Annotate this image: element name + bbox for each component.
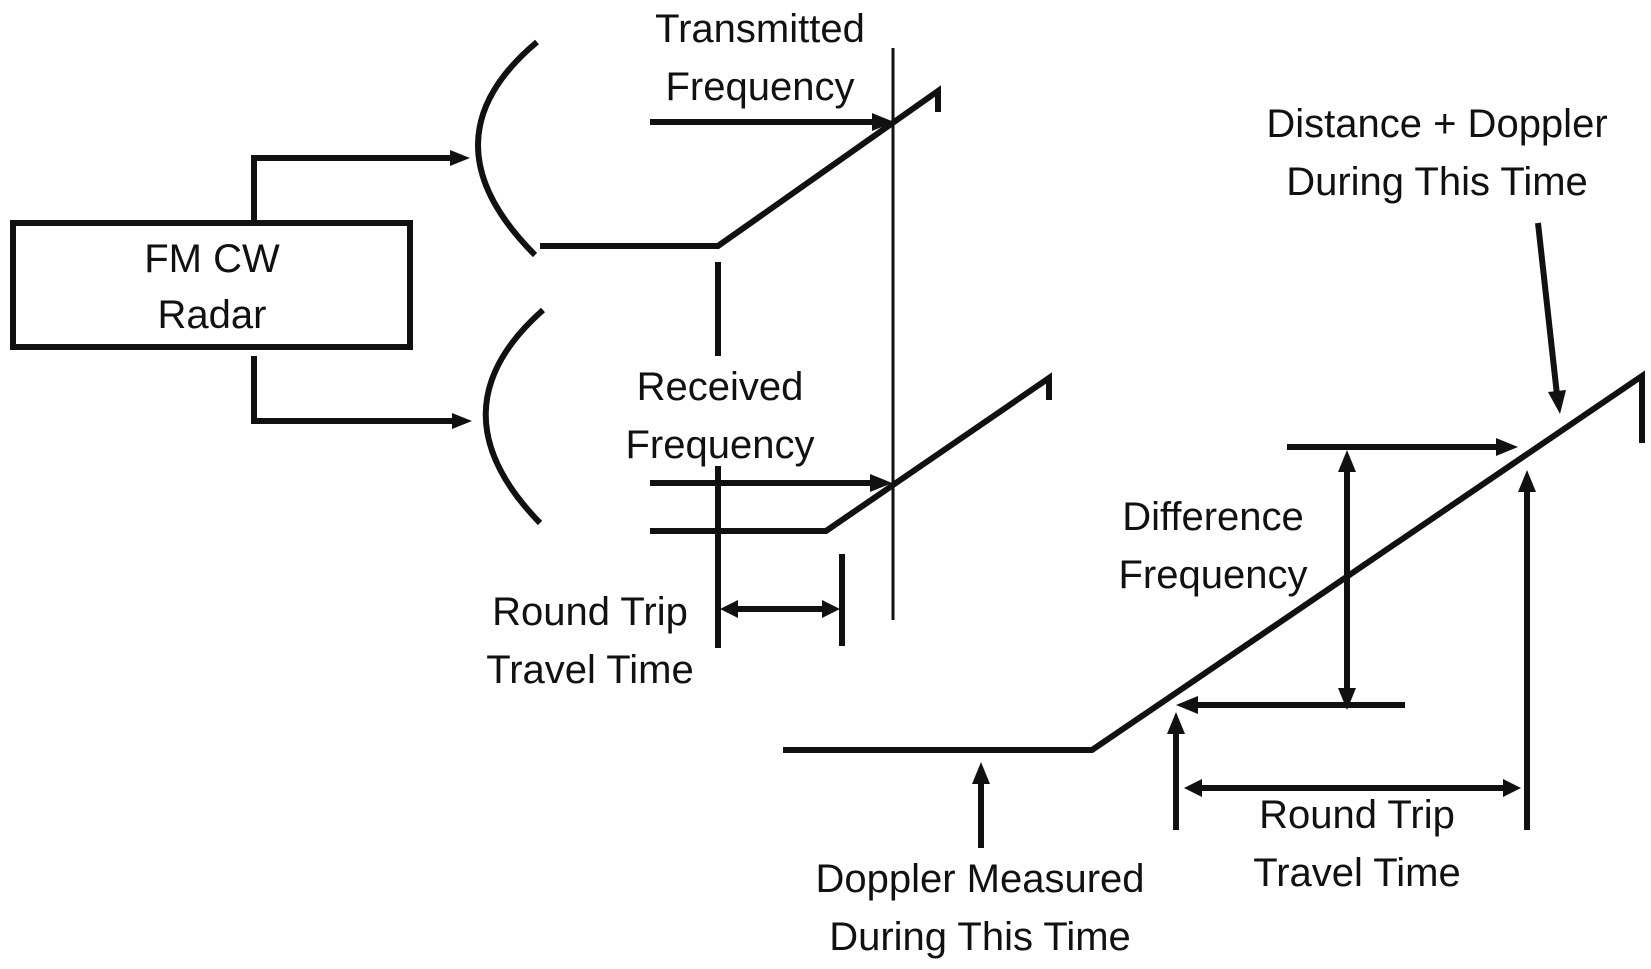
- receive-feed: [251, 356, 472, 429]
- round-trip-left-arrowhead-left-icon: [720, 600, 738, 618]
- received-label-line2: Frequency: [626, 423, 815, 467]
- received-ramp: Received Frequency: [626, 365, 1052, 534]
- received-label-line1: Received: [637, 365, 804, 409]
- distance-doppler-pointer-line: [1535, 222, 1560, 396]
- round-trip-right-start-arrowhead-icon: [1167, 712, 1185, 734]
- difference-top-arrowhead-icon: [1496, 438, 1518, 456]
- transmitted-ramp: Transmitted Frequency: [540, 7, 941, 249]
- difference-down-arrowhead-icon: [1338, 688, 1356, 710]
- radar-box-label-line1: FM CW: [144, 237, 280, 281]
- distance-doppler-arrowhead-icon: [1548, 390, 1566, 414]
- radar-box-outline: [10, 220, 413, 350]
- radar-box: FM CW Radar: [10, 220, 413, 350]
- round-trip-left-arrowhead-right-icon: [822, 600, 840, 618]
- transmitted-label-line2: Frequency: [666, 65, 855, 109]
- round-trip-left-label-line2: Travel Time: [486, 648, 693, 692]
- transmit-feed-line: [251, 155, 460, 221]
- receive-feed-arrowhead-icon: [452, 413, 472, 429]
- beat-ramp: [783, 370, 1645, 753]
- distance-doppler-label-line2: During This Time: [1286, 160, 1588, 204]
- difference-label-line2: Frequency: [1119, 553, 1308, 597]
- doppler-measured-label-line1: Doppler Measured: [815, 857, 1144, 901]
- receive-feed-line: [251, 356, 462, 424]
- round-trip-right-end-arrowhead-icon: [1518, 470, 1536, 492]
- distance-doppler: Distance + Doppler During This Time: [1266, 102, 1608, 414]
- doppler-measured-arrowhead-icon: [972, 762, 990, 784]
- transmitted-pointer-arrowhead-icon: [872, 113, 894, 131]
- radar-box-label-line2: Radar: [158, 293, 267, 337]
- difference-frequency: Difference Frequency: [1119, 438, 1518, 714]
- round-trip-right: Round Trip Travel Time: [1167, 470, 1536, 895]
- difference-up-arrowhead-icon: [1338, 450, 1356, 472]
- round-trip-right-arrowhead-right-icon: [1503, 779, 1521, 797]
- round-trip-left: Round Trip Travel Time: [486, 466, 845, 692]
- transmitted-label-line1: Transmitted: [655, 7, 865, 51]
- receive-antenna-icon: [482, 307, 545, 526]
- beat-ramp-line: [783, 370, 1645, 753]
- round-trip-right-label-line2: Travel Time: [1253, 851, 1460, 895]
- round-trip-right-arrowhead-left-icon: [1184, 779, 1202, 797]
- difference-label-line1: Difference: [1122, 495, 1304, 539]
- transmit-antenna-icon: [475, 39, 539, 258]
- transmit-feed-arrowhead-icon: [450, 150, 470, 166]
- transmitted-ramp-line: [540, 85, 941, 249]
- round-trip-right-label-line1: Round Trip: [1259, 793, 1455, 837]
- difference-bottom-arrowhead-icon: [1176, 696, 1198, 714]
- received-ramp-line: [650, 372, 1052, 534]
- received-pointer-arrowhead-icon: [870, 474, 892, 492]
- transmit-feed: [251, 150, 470, 221]
- doppler-measured-label-line2: During This Time: [829, 915, 1131, 959]
- round-trip-left-label-line1: Round Trip: [492, 590, 688, 634]
- doppler-measured: Doppler Measured During This Time: [815, 762, 1145, 959]
- distance-doppler-label-line1: Distance + Doppler: [1266, 102, 1607, 146]
